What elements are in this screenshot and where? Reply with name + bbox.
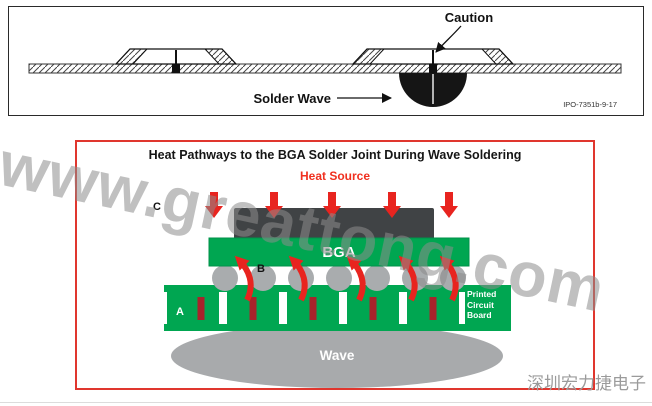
bga-package (208, 237, 470, 267)
heat-source-arrow (323, 192, 341, 218)
heat-flow-arrow (398, 255, 418, 302)
pathway-label-a: A (176, 306, 184, 318)
pcb-label: Printed Circuit Board (467, 289, 497, 321)
pathway-label-b: B (257, 263, 265, 275)
wave-solder-figure: Caution Solder Wave IPO-7351b-9-17 (8, 6, 644, 116)
component-body (234, 208, 434, 240)
caution-arrow (435, 25, 462, 53)
component-left-pad-right (203, 48, 238, 65)
solder-wave-label: Solder Wave (253, 91, 331, 106)
pcb-bottom-layer (164, 324, 509, 331)
component-right-joint (429, 64, 437, 73)
component-left-joint (172, 64, 180, 73)
heat-via-bar (369, 297, 377, 320)
heat-flow-arrow (346, 255, 366, 302)
pcb-block (167, 292, 219, 325)
solder-ball (326, 265, 352, 291)
brand-caption: 深圳宏力捷电子 (527, 374, 646, 394)
bga-label: BGA (322, 244, 356, 261)
heat-flow-arrow (234, 255, 254, 302)
pathway-label-c: C (153, 201, 161, 213)
heat-flow-arrow (288, 255, 308, 302)
solder-ball (212, 265, 238, 291)
pcb-label-block (465, 285, 511, 331)
heat-via-bar (309, 297, 317, 320)
heat-pathways-diagram: Wave (153, 192, 511, 388)
figure-title: Heat Pathways to the BGA Solder Joint Du… (148, 148, 522, 162)
heat-via-bar (249, 297, 257, 320)
component-left-pad-left (114, 48, 149, 65)
heat-via-bar (429, 297, 437, 320)
wave-label: Wave (320, 348, 355, 363)
heat-via-bar (197, 297, 205, 320)
caution-label: Caution (445, 10, 493, 25)
bottom-divider (0, 402, 652, 403)
board-cross-section (28, 63, 622, 74)
component-right-pad-left (351, 48, 386, 65)
wave-ellipse (171, 324, 503, 388)
heat-source-arrow (383, 192, 401, 218)
heat-source-arrow (205, 192, 223, 218)
solder-ball (364, 265, 390, 291)
heat-source-label: Heat Source (299, 169, 371, 183)
wave-solder-diagram: Caution Solder Wave IPO-7351b-9-17 (28, 10, 622, 109)
component-right-pad-right (480, 48, 515, 65)
figure-number: IPO-7351b-9-17 (563, 100, 617, 109)
heat-flow-arrow (439, 255, 459, 302)
solder-ball (250, 265, 276, 291)
heat-source-arrow (440, 192, 458, 218)
heat-pathways-figure: Wave (75, 140, 595, 390)
heat-source-arrow (265, 192, 283, 218)
